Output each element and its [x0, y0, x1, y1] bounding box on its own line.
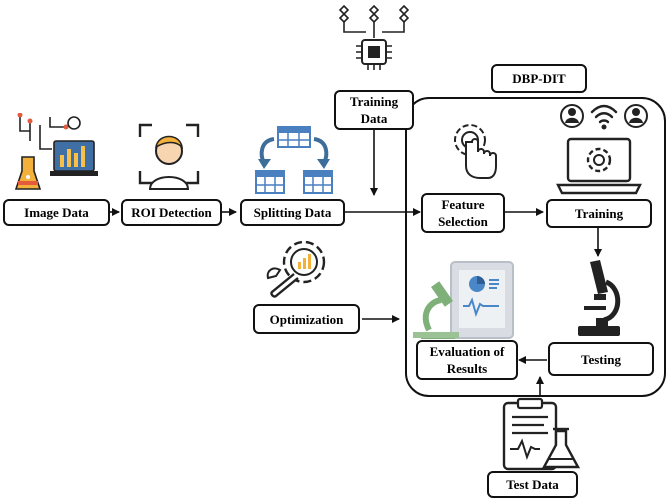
- data-lab-icon: [14, 113, 98, 190]
- node-training-data: Training Data: [334, 90, 414, 130]
- node-image-data: Image Data: [3, 199, 110, 226]
- report-lab-icon: [413, 261, 514, 339]
- node-splitting-data: Splitting Data: [240, 199, 345, 226]
- node-test-data: Test Data: [487, 471, 578, 498]
- clipboard-flask-icon: [502, 397, 580, 471]
- dbp-dit-container: [405, 97, 666, 397]
- gear-touch-icon: [454, 124, 497, 179]
- node-roi-detection: ROI Detection: [121, 199, 222, 226]
- microscope-icon: [578, 260, 621, 336]
- node-testing: Testing: [548, 342, 654, 376]
- node-optimization: Optimization: [253, 304, 360, 334]
- data-split-icon: [255, 126, 333, 194]
- node-evaluation-of-results: Evaluation of Results: [416, 340, 518, 380]
- optimization-gear-icon: [266, 240, 326, 298]
- chip-icon: [338, 4, 410, 70]
- laptop-gear-icon: [556, 137, 642, 195]
- group-label-dbp-dit: DBP-DIT: [491, 64, 587, 93]
- face-scan-icon: [138, 123, 200, 190]
- node-training: Training: [546, 199, 652, 228]
- network-users-icon: [560, 104, 648, 130]
- node-feature-selection: Feature Selection: [421, 193, 505, 233]
